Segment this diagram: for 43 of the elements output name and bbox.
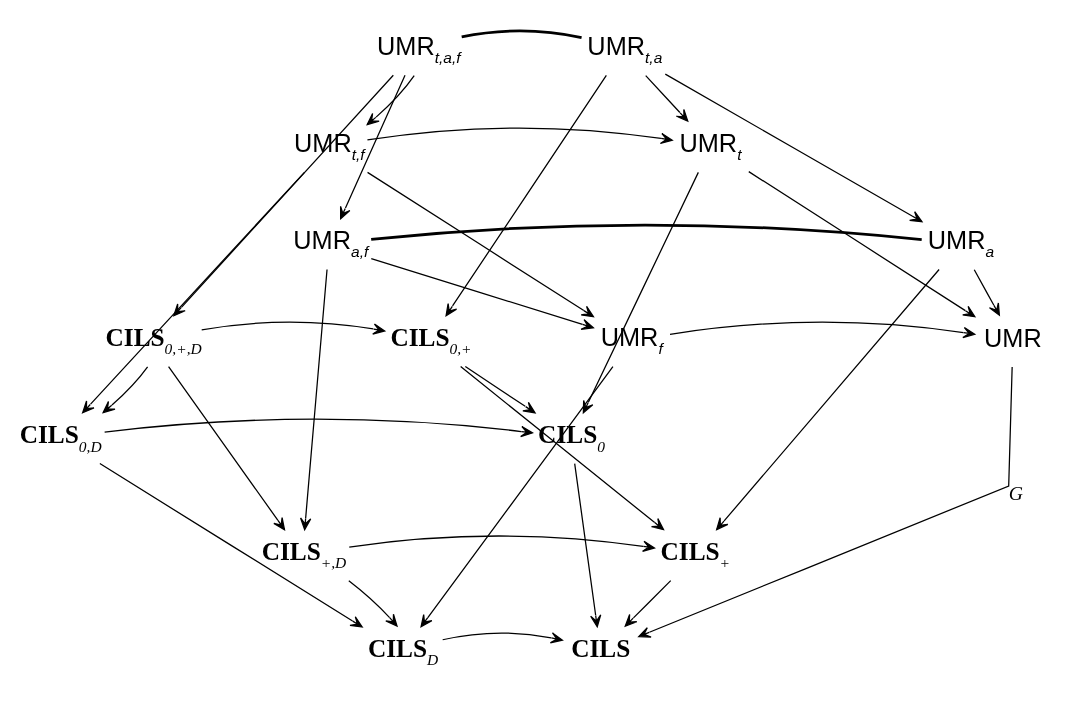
arrow xyxy=(624,579,672,627)
node-text: UMR$_{a,f}$ xyxy=(293,225,369,260)
arrow xyxy=(574,462,602,627)
node-text: CILS$_{0,D}$ xyxy=(19,419,102,454)
connector xyxy=(371,223,922,241)
node-text: CILS$_{+,D}$ xyxy=(261,536,347,571)
node-text: UMR$_{t}$ xyxy=(679,128,742,163)
node-text: CILS$_{0,+}$ xyxy=(390,322,472,357)
arrow xyxy=(348,534,656,552)
arrow xyxy=(420,365,614,627)
arrow xyxy=(299,268,328,530)
arrow xyxy=(348,579,398,627)
arrow xyxy=(638,365,1013,638)
arrow xyxy=(104,418,534,437)
node-text: CILS xyxy=(571,633,631,662)
arrow xyxy=(464,365,536,413)
node-text: UMR xyxy=(984,323,1042,352)
arrow xyxy=(748,170,976,317)
connector xyxy=(461,29,582,39)
arrow xyxy=(973,268,1000,316)
node-text: CILS$_{+}$ xyxy=(660,536,731,571)
arrow xyxy=(370,257,594,330)
arrow xyxy=(366,126,673,144)
arrow xyxy=(645,74,689,122)
edge-label: G xyxy=(1008,481,1023,504)
arrow xyxy=(445,74,607,316)
arrow xyxy=(366,171,595,317)
arrow xyxy=(442,631,564,643)
arrow xyxy=(167,365,286,530)
arrow xyxy=(460,365,665,530)
node-text: UMR$_{t,a}$ xyxy=(587,31,663,66)
arrow xyxy=(201,321,386,335)
arrow xyxy=(340,74,406,219)
node-text: UMR$_{a}$ xyxy=(927,225,995,260)
arrow xyxy=(716,268,940,530)
arrow xyxy=(669,321,976,338)
arrow xyxy=(99,462,363,628)
arrow xyxy=(102,365,149,413)
arrow xyxy=(82,171,306,413)
arrow xyxy=(366,74,415,125)
arrow xyxy=(664,73,923,222)
node-text: CILS$_{D}$ xyxy=(367,633,439,668)
node-text: UMR$_{t,a,f}$ xyxy=(377,31,461,66)
